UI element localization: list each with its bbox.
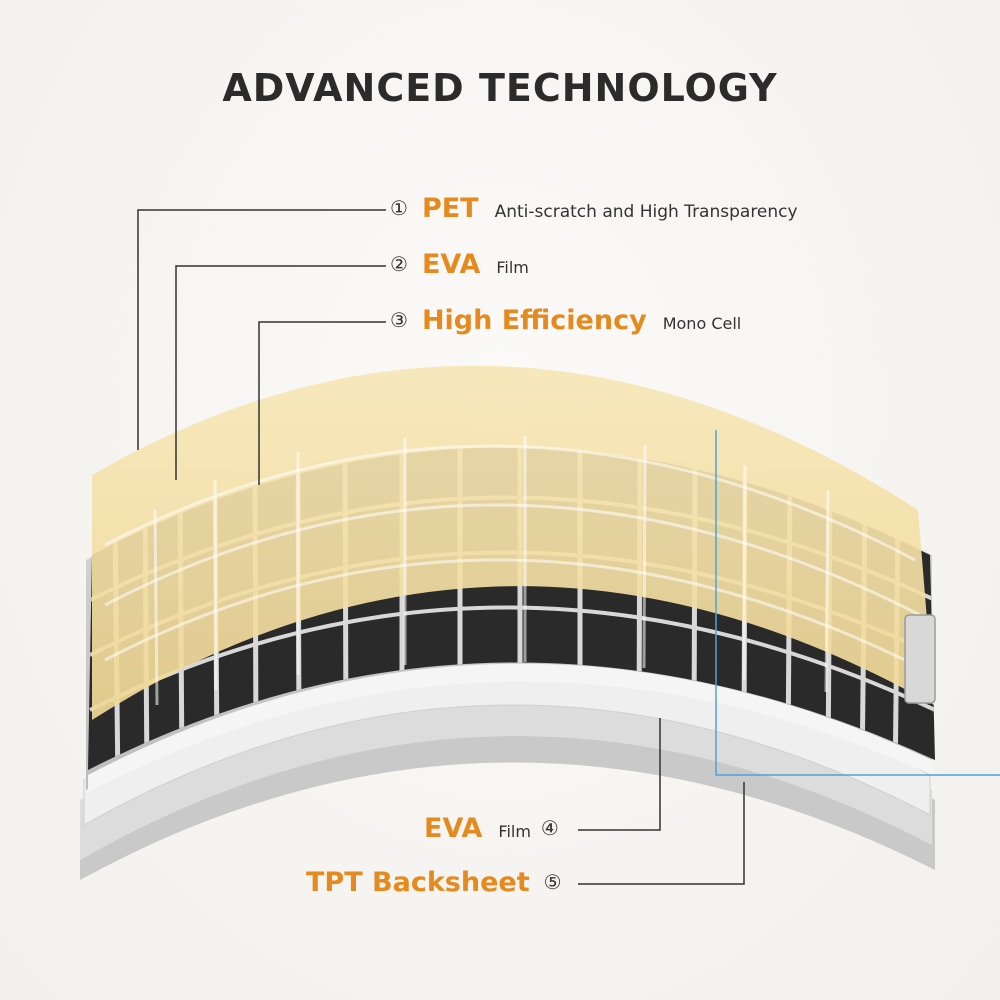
layer-term-pet: PET bbox=[421, 193, 479, 224]
leader-line-mono-cell bbox=[258, 321, 386, 485]
junction-box bbox=[904, 614, 936, 704]
leader-line-eva-bottom bbox=[578, 718, 661, 831]
layer-desc-eva-top: Film bbox=[496, 258, 529, 277]
layer-term-mono-cell: High Efficiency bbox=[421, 305, 647, 336]
label-pet: ① PET Anti-scratch and High Transparency bbox=[390, 193, 798, 224]
leader-line-pet bbox=[137, 209, 386, 450]
layer-number-4: ④ bbox=[540, 816, 559, 840]
layer-number-1: ① bbox=[390, 196, 408, 220]
layer-desc-mono-cell: Mono Cell bbox=[662, 314, 742, 333]
label-eva-bottom: EVA Film ④ bbox=[424, 813, 559, 844]
leader-line-tpt bbox=[578, 782, 745, 885]
cell-frame-edge bbox=[88, 663, 932, 792]
layer-term-eva-bottom: EVA bbox=[424, 813, 483, 844]
layer-number-3: ③ bbox=[390, 308, 408, 332]
label-tpt: TPT Backsheet ⑤ bbox=[306, 867, 562, 898]
layer-desc-eva-bottom: Film bbox=[498, 822, 531, 841]
layer-term-eva-top: EVA bbox=[421, 249, 481, 280]
label-eva-top: ② EVA Film bbox=[390, 249, 529, 280]
layer-number-2: ② bbox=[390, 252, 408, 276]
blue-guide-line bbox=[715, 430, 1000, 776]
pet-layer bbox=[92, 365, 934, 720]
leader-line-eva-top bbox=[175, 265, 386, 480]
layer-number-5: ⑤ bbox=[543, 870, 562, 894]
label-mono-cell: ③ High Efficiency Mono Cell bbox=[390, 305, 741, 336]
pet-grid bbox=[104, 436, 926, 706]
layer-term-tpt: TPT Backsheet bbox=[306, 867, 530, 898]
layer-desc-pet: Anti-scratch and High Transparency bbox=[494, 202, 798, 222]
page-title: ADVANCED TECHNOLOGY bbox=[222, 66, 778, 110]
